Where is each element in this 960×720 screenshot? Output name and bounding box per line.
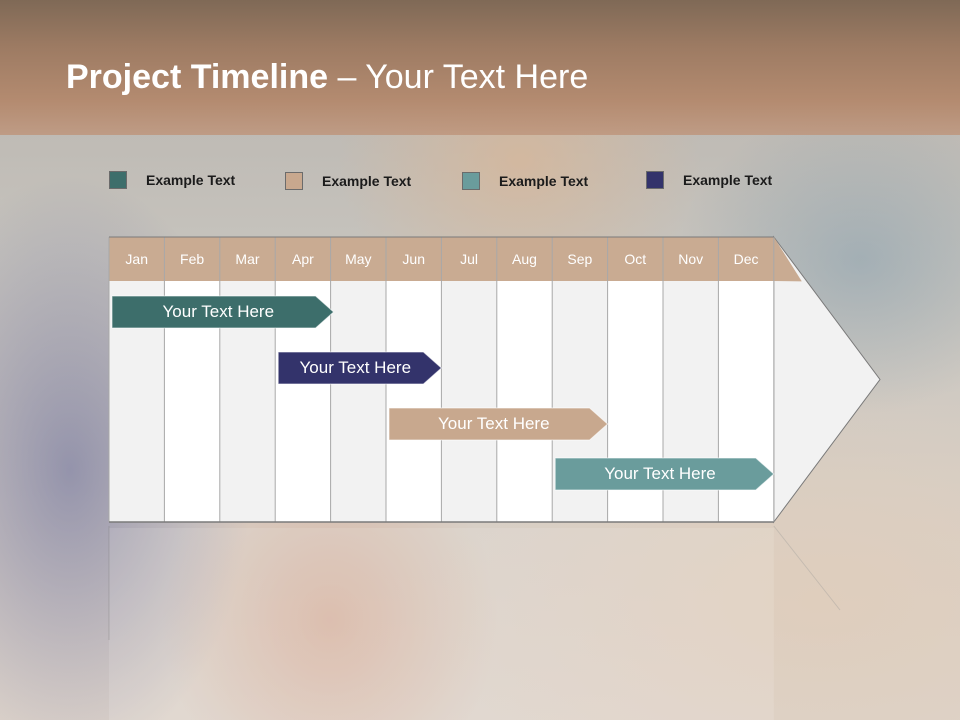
- title-band: [0, 0, 960, 135]
- timeline-arrow-header: [773, 237, 802, 282]
- month-header-10: [607, 237, 663, 281]
- reflection-edge: [773, 525, 841, 611]
- task-bar-4: [554, 457, 775, 491]
- legend-label-4: Example Text: [683, 172, 773, 188]
- task-bar-2: [277, 351, 443, 385]
- legend-swatch-4: [646, 171, 664, 189]
- month-header-12: [718, 237, 774, 281]
- month-header-9: [552, 237, 608, 281]
- month-column-5: [330, 281, 386, 522]
- month-header-5: [330, 237, 386, 281]
- month-header-4: [275, 237, 331, 281]
- task-bar-1: [111, 295, 335, 329]
- month-header-3: [219, 237, 276, 281]
- legend-label-3: Example Text: [499, 173, 589, 189]
- month-column-7: [441, 281, 497, 522]
- legend-swatch-3: [462, 172, 480, 190]
- month-header-1: [109, 237, 165, 281]
- slide-title-rest: – Your Text Here: [328, 58, 589, 96]
- slide-title: Project Timeline – Your Text Here: [66, 58, 588, 97]
- slide-title-bold: Project Timeline: [66, 58, 329, 96]
- timeline-reflection: [109, 528, 774, 720]
- month-header-2: [164, 237, 220, 281]
- month-header-6: [386, 237, 442, 281]
- month-header-11: [663, 237, 719, 281]
- month-column-6: [386, 281, 442, 522]
- legend-label-1: Example Text: [146, 172, 236, 188]
- legend-swatch-2: [285, 172, 303, 190]
- legend-label-2: Example Text: [322, 173, 412, 189]
- task-bar-3: [388, 407, 609, 441]
- legend-swatch-1: [109, 171, 127, 189]
- month-column-8: [496, 281, 553, 522]
- month-header-7: [441, 237, 497, 281]
- month-header-8: [496, 237, 553, 281]
